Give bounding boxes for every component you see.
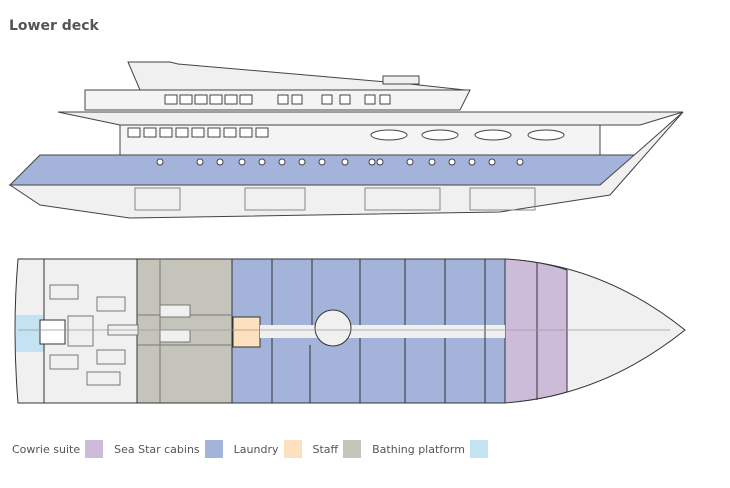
legend-item-staff: Staff <box>313 440 362 458</box>
deck-title: Lower deck <box>9 18 99 34</box>
ship-side-view <box>8 61 684 219</box>
legend-label: Staff <box>312 442 339 456</box>
legend-item-laundry: Laundry <box>234 440 302 458</box>
legend-label: Bathing platform <box>372 442 465 456</box>
legend-label: Sea Star cabins <box>114 442 200 456</box>
legend-swatch <box>469 440 488 458</box>
zone-cowrie-suite <box>504 258 568 404</box>
legend-swatch <box>283 440 302 458</box>
zone-laundry <box>232 316 261 348</box>
legend-swatch <box>85 440 104 458</box>
legend-label: Cowrie suite <box>12 442 81 456</box>
deck-diagram <box>8 61 686 404</box>
deck-plan <box>14 258 686 404</box>
legend-item-sea-star-cabins: Sea Star cabins <box>114 440 223 458</box>
zone-bathing-platform <box>16 315 44 352</box>
legend-item-cowrie-suite: Cowrie suite <box>12 440 104 458</box>
legend-swatch <box>204 440 223 458</box>
legend-swatch <box>343 440 362 458</box>
legend-item-bathing-platform: Bathing platform <box>372 440 488 458</box>
legend: Cowrie suite Sea Star cabins Laundry Sta… <box>12 440 499 458</box>
legend-label: Laundry <box>233 442 279 456</box>
